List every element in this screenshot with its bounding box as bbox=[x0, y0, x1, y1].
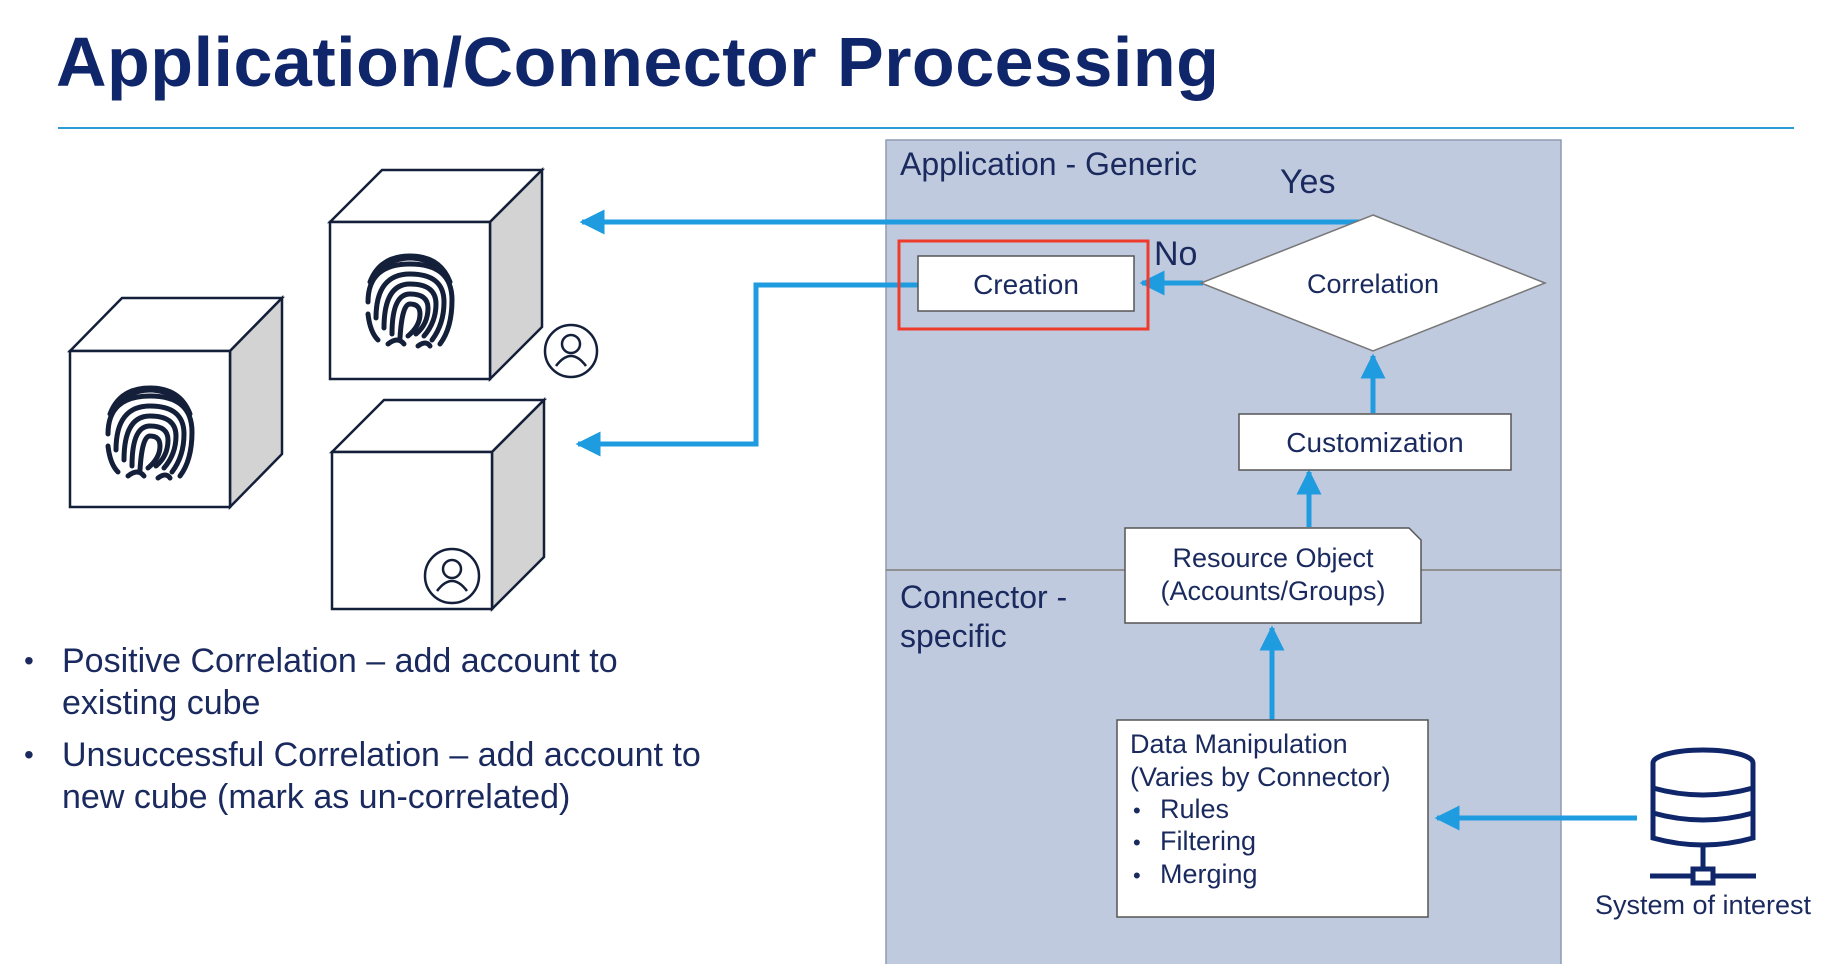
correlation-notes: Positive Correlation – add account to ex… bbox=[22, 640, 702, 828]
creation-label: Creation bbox=[973, 269, 1079, 300]
arrow-creation-to-new-cube bbox=[575, 282, 918, 457]
customization-label: Customization bbox=[1286, 427, 1463, 458]
system-of-interest-label: System of interest bbox=[1595, 890, 1812, 920]
bullet-dot: • bbox=[1133, 830, 1141, 855]
creation-highlight bbox=[897, 239, 1150, 331]
creation-box bbox=[917, 255, 1135, 312]
data-manipulation-item: Filtering bbox=[1160, 826, 1256, 856]
bullet-unsuccessful-correlation: Unsuccessful Correlation – add account t… bbox=[22, 734, 702, 818]
bullet-positive-correlation: Positive Correlation – add account to ex… bbox=[22, 640, 702, 724]
resource-object-box bbox=[1124, 527, 1422, 624]
data-manipulation-sublabel: (Varies by Connector) bbox=[1130, 762, 1391, 792]
bullet-dot: • bbox=[1133, 863, 1141, 888]
user-icon bbox=[543, 323, 599, 379]
cube-empty-bottom bbox=[328, 396, 548, 613]
data-manipulation-label: Data Manipulation bbox=[1130, 729, 1348, 759]
customization-box bbox=[1238, 413, 1512, 471]
page-title: Application/Connector Processing bbox=[56, 23, 1220, 101]
connector-specific-label-2: specific bbox=[900, 618, 1007, 654]
resource-object-label: Resource Object bbox=[1172, 543, 1374, 573]
user-icon bbox=[423, 547, 481, 605]
cube-fingerprint-top bbox=[326, 166, 546, 383]
data-manipulation-box bbox=[1116, 719, 1429, 918]
application-generic-label: Application - Generic bbox=[900, 146, 1197, 182]
correlation-decision bbox=[1198, 214, 1548, 352]
data-manipulation-item: Merging bbox=[1160, 859, 1258, 889]
data-manipulation-item: Rules bbox=[1160, 794, 1229, 824]
application-generic-panel bbox=[885, 139, 1562, 571]
connector-specific-label: Connector - bbox=[900, 579, 1067, 615]
resource-object-sublabel: (Accounts/Groups) bbox=[1160, 576, 1385, 606]
cube-fingerprint-left bbox=[67, 294, 285, 511]
title-divider bbox=[58, 127, 1794, 129]
database-icon bbox=[1650, 747, 1756, 886]
correlation-label: Correlation bbox=[1307, 269, 1439, 299]
yes-label: Yes bbox=[1280, 163, 1335, 201]
no-label: No bbox=[1154, 235, 1197, 273]
bullet-dot: • bbox=[1133, 798, 1141, 823]
